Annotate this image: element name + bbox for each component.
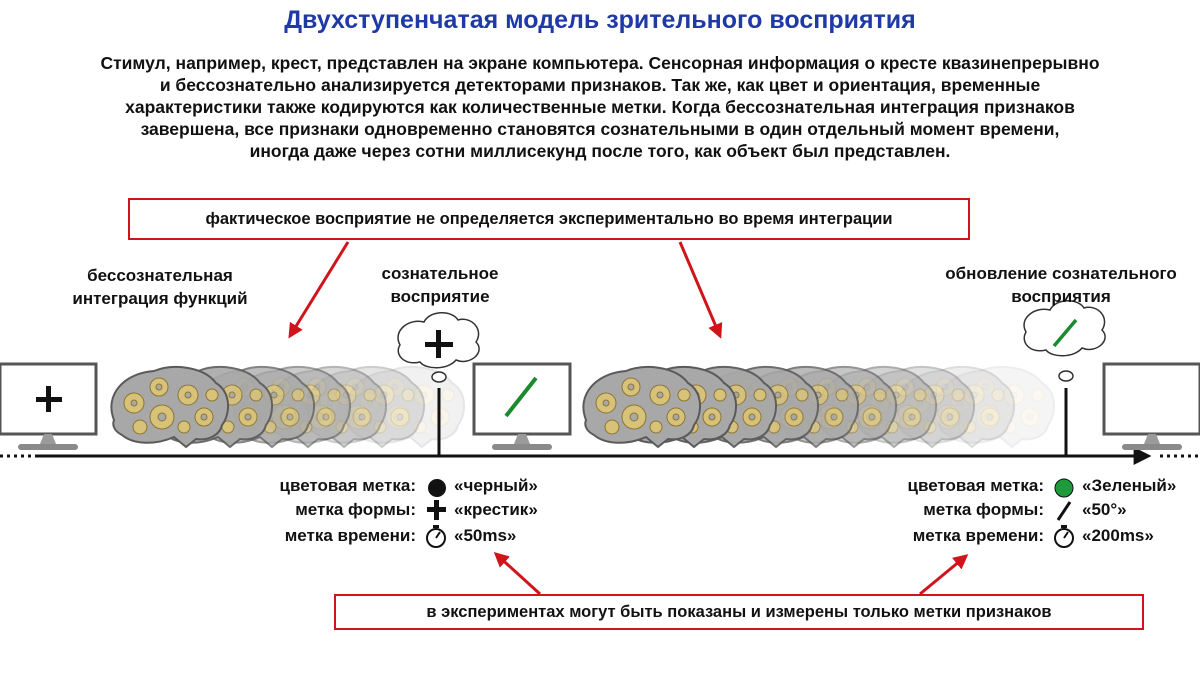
cue-color-label: цветовая метка: [279, 476, 416, 495]
cue-time-label: метка времени: [912, 526, 1044, 545]
brain-gears-icon [582, 366, 1056, 448]
intro-line: характеристики также кодируются как коли… [125, 97, 1075, 117]
bottom-note-box: в экспериментах могут быть показаны и из… [334, 594, 1144, 630]
cue-shape-value: «50°» [1082, 500, 1127, 519]
label-unconscious-integration: бессознательная интеграция функций [40, 264, 280, 310]
monitor-icon [472, 362, 572, 452]
cross-icon [427, 500, 446, 520]
cue-time-value: «200ms» [1082, 526, 1154, 545]
bottom-note-arrow-right [919, 554, 969, 596]
line-icon [504, 376, 538, 418]
cue-time-value: «50ms» [454, 526, 517, 545]
label-update: обновление сознательного восприятия [930, 262, 1192, 308]
label-conscious-perception: сознательное восприятие [350, 262, 530, 308]
top-note-arrow-right [678, 241, 723, 339]
monitor-icon [1102, 362, 1200, 450]
label-line: обновление сознательного [945, 264, 1177, 283]
cross-icon [36, 386, 62, 412]
intro-line: иногда даже через сотни миллисекунд посл… [249, 141, 951, 161]
label-line: бессознательная [87, 266, 233, 285]
thought-bubble-icon [397, 312, 480, 383]
label-line: интеграция функций [72, 289, 248, 308]
line-icon [1056, 501, 1072, 521]
cue-shape-label: метка формы: [295, 500, 416, 519]
brain-gears-icon [110, 366, 466, 448]
cue-shape-value: «крестик» [454, 500, 538, 519]
bottom-note-arrow-left [493, 551, 542, 596]
intro-line: и бессознательно анализируется детектора… [159, 75, 1041, 95]
cue-shape-label: метка формы: [923, 500, 1044, 519]
cue-color-label: цветовая метка: [907, 476, 1044, 495]
intro-text: Стимул, например, крест, представлен на … [0, 52, 1200, 162]
color-dot-icon [1054, 478, 1074, 498]
color-dot-icon [428, 479, 446, 497]
thought-bubble-icon [1023, 300, 1106, 382]
top-note-arrow-left [288, 241, 350, 339]
cue-color-value: «Зеленый» [1082, 476, 1177, 495]
stopwatch-icon [1054, 525, 1074, 548]
cue-time-label: метка времени: [284, 526, 416, 545]
label-line: восприятие [390, 287, 490, 306]
label-line: сознательное [381, 264, 499, 283]
page-title: Двухступенчатая модель зрительного воспр… [284, 6, 916, 34]
top-note-box: фактическое восприятие не определяется э… [128, 198, 970, 240]
intro-line: Стимул, например, крест, представлен на … [100, 53, 1100, 73]
label-line: восприятия [1011, 287, 1111, 306]
cue-color-value: «черный» [454, 476, 538, 495]
intro-line: завершена, все признаки одновременно ста… [140, 119, 1060, 139]
stopwatch-icon [426, 525, 446, 548]
monitor-icon [0, 362, 98, 452]
